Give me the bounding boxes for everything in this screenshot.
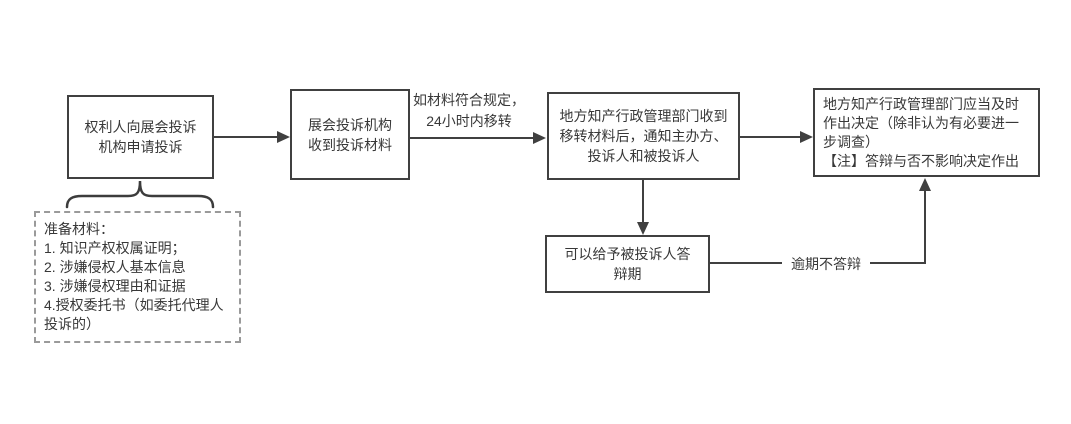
arrow-authority-to-decision [740,131,813,143]
node-decision: 地方知产行政管理部门应当及时 作出决定（除非认为有必要进一 步调查） 【注】答辩… [813,88,1040,177]
brace-apply-to-note [65,180,215,209]
arrow-apply-to-receive [214,131,290,143]
edge-label-overdue-no-defense: 逾期不答辩 [782,254,870,274]
node-apply-complaint: 权利人向展会投诉 机构申请投诉 [67,95,214,179]
node-authority-notify: 地方知产行政管理部门收到 移转材料后，通知主办方、 投诉人和被投诉人 [547,92,740,180]
node-defense-period: 可以给予被投诉人答 辩期 [545,235,710,293]
arrow-authority-to-defense [637,180,649,235]
node-receive-materials: 展会投诉机构 收到投诉材料 [290,89,410,180]
arrow-defense-to-decision [710,178,931,264]
note-prepare-materials: 准备材料： 1. 知识产权权属证明； 2. 涉嫌侵权人基本信息 3. 涉嫌侵权理… [34,211,241,343]
arrow-receive-to-authority [410,132,546,144]
edge-label-transfer-condition: 如材料符合规定， 24小时内移转 [413,92,525,129]
